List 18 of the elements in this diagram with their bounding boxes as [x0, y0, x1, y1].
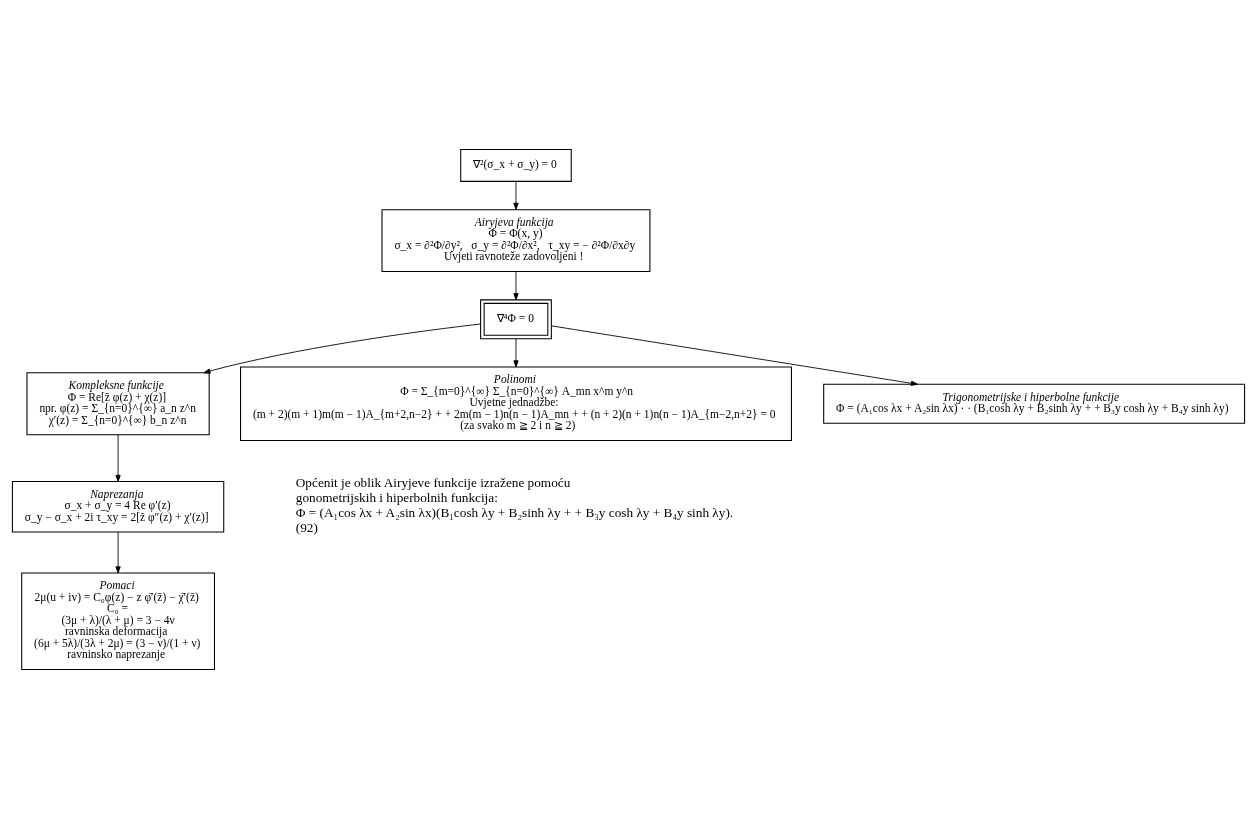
label: gonometrijskih i hiperbolnih funkcija:	[295, 490, 498, 506]
node-box: Pomaci 2μ(u + iv) = C₀φ(z) − z φ̄′(z̄) − χ̄′(z̄) C₀ = (3μ + λ)/(λ + μ) = 3 − 4ν ravninska deformacija (6μ + 5λ)/(3λ + 2μ) = (3 − ν)/(1 + ν) ravninsko naprezanje	[21, 572, 215, 670]
arrow	[513, 271, 519, 301]
arrow	[513, 338, 519, 368]
arrow	[551, 325, 918, 386]
arrow	[115, 434, 121, 482]
label: Φ = (A₁cos λx + A₂sin λx)(B₁cosh λy + B₂sinh λy + + B₃y cosh λy + B₄y sinh λy).	[295, 505, 734, 521]
label: (92)	[295, 520, 318, 536]
arrow	[115, 531, 121, 574]
node-box: Kompleksne funkcije Φ = Re[z̄ φ(z) + χ(z)] npr. φ(z) = Σ_{n=0}^{∞} a_n z^n χ′(z) = Σ_{n=0}^{∞} b_n z^n	[26, 372, 210, 436]
label: Općenit je oblik Airyjeve funkcije izražene pomoću	[295, 475, 571, 491]
node-box: Polinomi Φ = Σ_{m=0}^{∞} Σ_{n=0}^{∞} A_mn x^m y^n Uvjetne jednadžbe: (m + 2)(m + 1)m(m − 1)A_{m+2,n−2} + + 2m(m − 1)n(n − 1)A_mn + + (n + 2)(n + 1)n(n − 1)A_{m−2,n+2} = 0 (za svako m ≧ 2 i n ≧ 2)	[240, 366, 792, 441]
node-box: Airyjeva funkcija Φ = Φ(x, y) σ_x = ∂²Φ/∂y², σ_y = ∂²Φ/∂x², τ_xy = − ∂²Φ/∂x∂y Uvjeti ravnoteže zadovoljeni !	[381, 209, 651, 273]
arrow	[203, 323, 481, 374]
arrow	[513, 181, 519, 210]
node-box: Naprezanja σ_x + σ_y = 4 Re φ′(z) σ_y − σ_x + 2i τ_xy = 2[z̄ φ″(z) + χ′(z)]	[11, 481, 225, 533]
node-box: ∇²(σ_x + σ_y) = 0	[460, 149, 572, 182]
node-box: Trigonometrijske i hiperbolne funkcije Φ = (A₁cos λx + A₂sin λx) · · (B₁cosh λy + B₂sinh λy + + B₃y cosh λy + B₄y sinh λy)	[823, 383, 1246, 424]
